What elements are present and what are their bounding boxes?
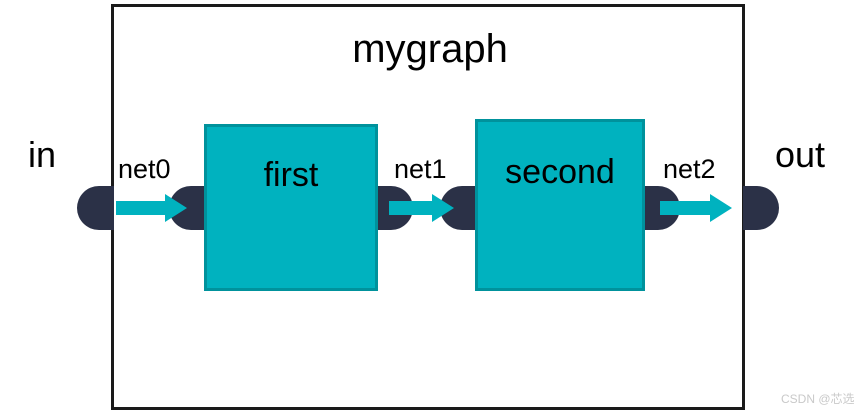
block-second-label: second	[505, 153, 615, 191]
block-first[interactable]	[204, 124, 378, 291]
block-second-input-port[interactable]	[440, 186, 476, 230]
net2-arrow	[660, 194, 732, 222]
net1-label: net1	[394, 154, 447, 184]
graph-title: mygraph	[352, 27, 508, 71]
block-first-label: first	[264, 156, 319, 194]
boundary-port-out[interactable]	[743, 186, 779, 230]
block-second[interactable]	[475, 119, 645, 291]
boundary-port-out-label: out	[775, 134, 825, 175]
csdn-watermark: CSDN @芯选	[781, 392, 855, 406]
boundary-port-in-label: in	[28, 134, 56, 175]
net0-arrow	[116, 194, 187, 222]
net1-arrow	[389, 194, 454, 222]
net2-label: net2	[663, 154, 716, 184]
boundary-port-in[interactable]	[77, 186, 114, 230]
net0-label: net0	[118, 154, 171, 184]
